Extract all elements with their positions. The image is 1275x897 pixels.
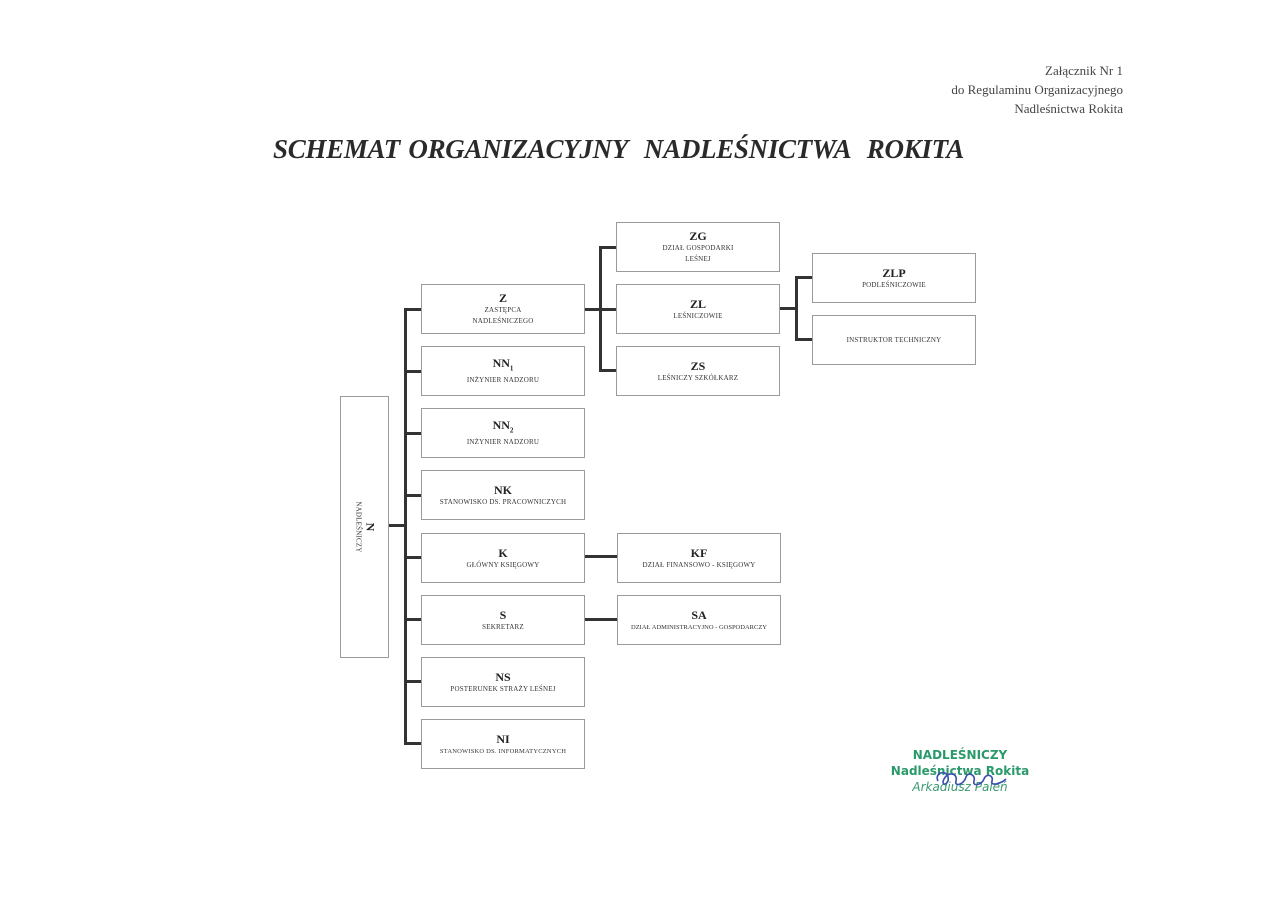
node-code: Z: [498, 291, 507, 305]
connector-nk: [404, 494, 422, 497]
node-name: LEŚNICZOWIE: [673, 311, 723, 320]
node-code: NK: [494, 482, 512, 497]
connector-zlp: [795, 276, 813, 279]
node-code: K: [498, 545, 508, 560]
node-sekretarz: S SEKRETARZ: [421, 595, 585, 645]
annex-unit: Nadleśnictwa Rokita: [1014, 101, 1123, 116]
node-code: KF: [690, 545, 708, 560]
connector-nn1: [404, 370, 422, 373]
connector-ns: [404, 680, 422, 683]
connector-trunk: [404, 308, 407, 745]
node-lesniczy-szkolkarz: ZS LEŚNICZY SZKÓŁKARZ: [616, 346, 780, 396]
node-zastepca: Z ZASTĘPCA NADLEŚNICZEGO: [421, 284, 585, 334]
node-name: DZIAŁ FINANSOWO - KSIĘGOWY: [642, 560, 756, 569]
node-name: INŻYNIER NADZORU: [466, 376, 540, 385]
node-code: NN1: [492, 355, 514, 373]
connector-zs: [599, 369, 617, 372]
node-code: SA: [691, 607, 707, 622]
connector-k: [404, 556, 422, 559]
node-name: INŻYNIER NADZORU: [466, 438, 540, 447]
annex-number: Załącznik Nr 1: [1045, 63, 1123, 78]
node-name: STANOWISKO DS. INFORMATYCZNYCH: [439, 747, 567, 755]
annex-regulation: do Regulaminu Organizacyjnego: [951, 82, 1123, 97]
node-code: NS: [495, 669, 511, 684]
node-name: PODLEŚNICZOWIE: [862, 280, 926, 289]
connector-ni: [404, 742, 422, 745]
connector-zg: [599, 246, 617, 249]
connector-zl-trunk: [795, 276, 798, 340]
node-code: ZS: [690, 358, 706, 373]
stamp-person: Arkadiusz Paleń: [912, 780, 1008, 794]
signature-stamp: NADLEŚNICZY Nadleśnictwa Rokita Arkadius…: [880, 747, 1040, 795]
connector-zl-out: [780, 307, 797, 310]
node-nadlesniczy: N NADLEŚNICZY: [340, 396, 389, 658]
node-code: N: [363, 522, 377, 532]
node-stanowisko-informatyczne: NI STANOWISKO DS. INFORMATYCZNYCH: [421, 719, 585, 769]
stamp-role: NADLEŚNICZY: [912, 748, 1008, 762]
node-glowny-ksiegowy: K GŁÓWNY KSIĘGOWY: [421, 533, 585, 583]
node-code: S: [499, 607, 507, 622]
connector-kf: [585, 555, 618, 558]
node-posterunek-strazy: NS POSTERUNEK STRAŻY LEŚNEJ: [421, 657, 585, 707]
node-name: DZIAŁ ADMINISTRACYJNO - GOSPODARCZY: [631, 623, 767, 631]
connector-nn2: [404, 432, 422, 435]
node-name: NADLEŚNICZY: [354, 501, 362, 553]
node-code: NI: [496, 731, 510, 746]
connector-instr: [795, 338, 813, 341]
stamp-unit: Nadleśnictwa Rokita: [890, 764, 1030, 778]
node-code: ZLP: [882, 265, 906, 280]
node-name: POSTERUNEK STRAŻY LEŚNEJ: [450, 684, 556, 693]
handwritten-signature-icon: [936, 771, 1007, 786]
node-inzynier-nadzoru-1: NN1 INŻYNIER NADZORU: [421, 346, 585, 396]
node-podlesniczowie: ZLP PODLEŚNICZOWIE: [812, 253, 976, 303]
node-dzial-finansowo-ksiegowy: KF DZIAŁ FINANSOWO - KSIĘGOWY: [617, 533, 781, 583]
node-stanowisko-pracownicze: NK STANOWISKO DS. PRACOWNICZYCH: [421, 470, 585, 520]
node-name: DZIAŁ GOSPODARKI LEŚNEJ: [662, 244, 734, 263]
connector-z: [404, 308, 422, 311]
connector-z-trunk: [599, 246, 602, 372]
node-name: STANOWISKO DS. PRACOWNICZYCH: [439, 497, 567, 506]
node-code: ZG: [689, 229, 707, 243]
connector-sa: [585, 618, 618, 621]
connector-s: [404, 618, 422, 621]
node-name: INSTRUKTOR TECHNICZNY: [846, 335, 942, 344]
node-code: ZL: [689, 296, 706, 311]
page-title: SCHEMAT ORGANIZACYJNY NADLEŚNICTWA ROKIT…: [273, 134, 965, 164]
node-code: NN2: [492, 417, 514, 435]
node-dzial-gospodarki-lesnej: ZG DZIAŁ GOSPODARKI LEŚNEJ: [616, 222, 780, 272]
annex-header: Załącznik Nr 1 do Regulaminu Organizacyj…: [951, 61, 1123, 118]
connector-root: [389, 524, 406, 527]
node-name: SEKRETARZ: [482, 622, 524, 631]
node-dzial-administracyjno-gospodarczy: SA DZIAŁ ADMINISTRACYJNO - GOSPODARCZY: [617, 595, 781, 645]
node-name: GŁÓWNY KSIĘGOWY: [466, 560, 540, 569]
node-name: ZASTĘPCA NADLEŚNICZEGO: [472, 306, 534, 325]
node-lesniczowie: ZL LEŚNICZOWIE: [616, 284, 780, 334]
node-name: LEŚNICZY SZKÓŁKARZ: [657, 373, 739, 382]
node-instruktor-techniczny: INSTRUKTOR TECHNICZNY: [812, 315, 976, 365]
node-inzynier-nadzoru-2: NN2 INŻYNIER NADZORU: [421, 408, 585, 458]
